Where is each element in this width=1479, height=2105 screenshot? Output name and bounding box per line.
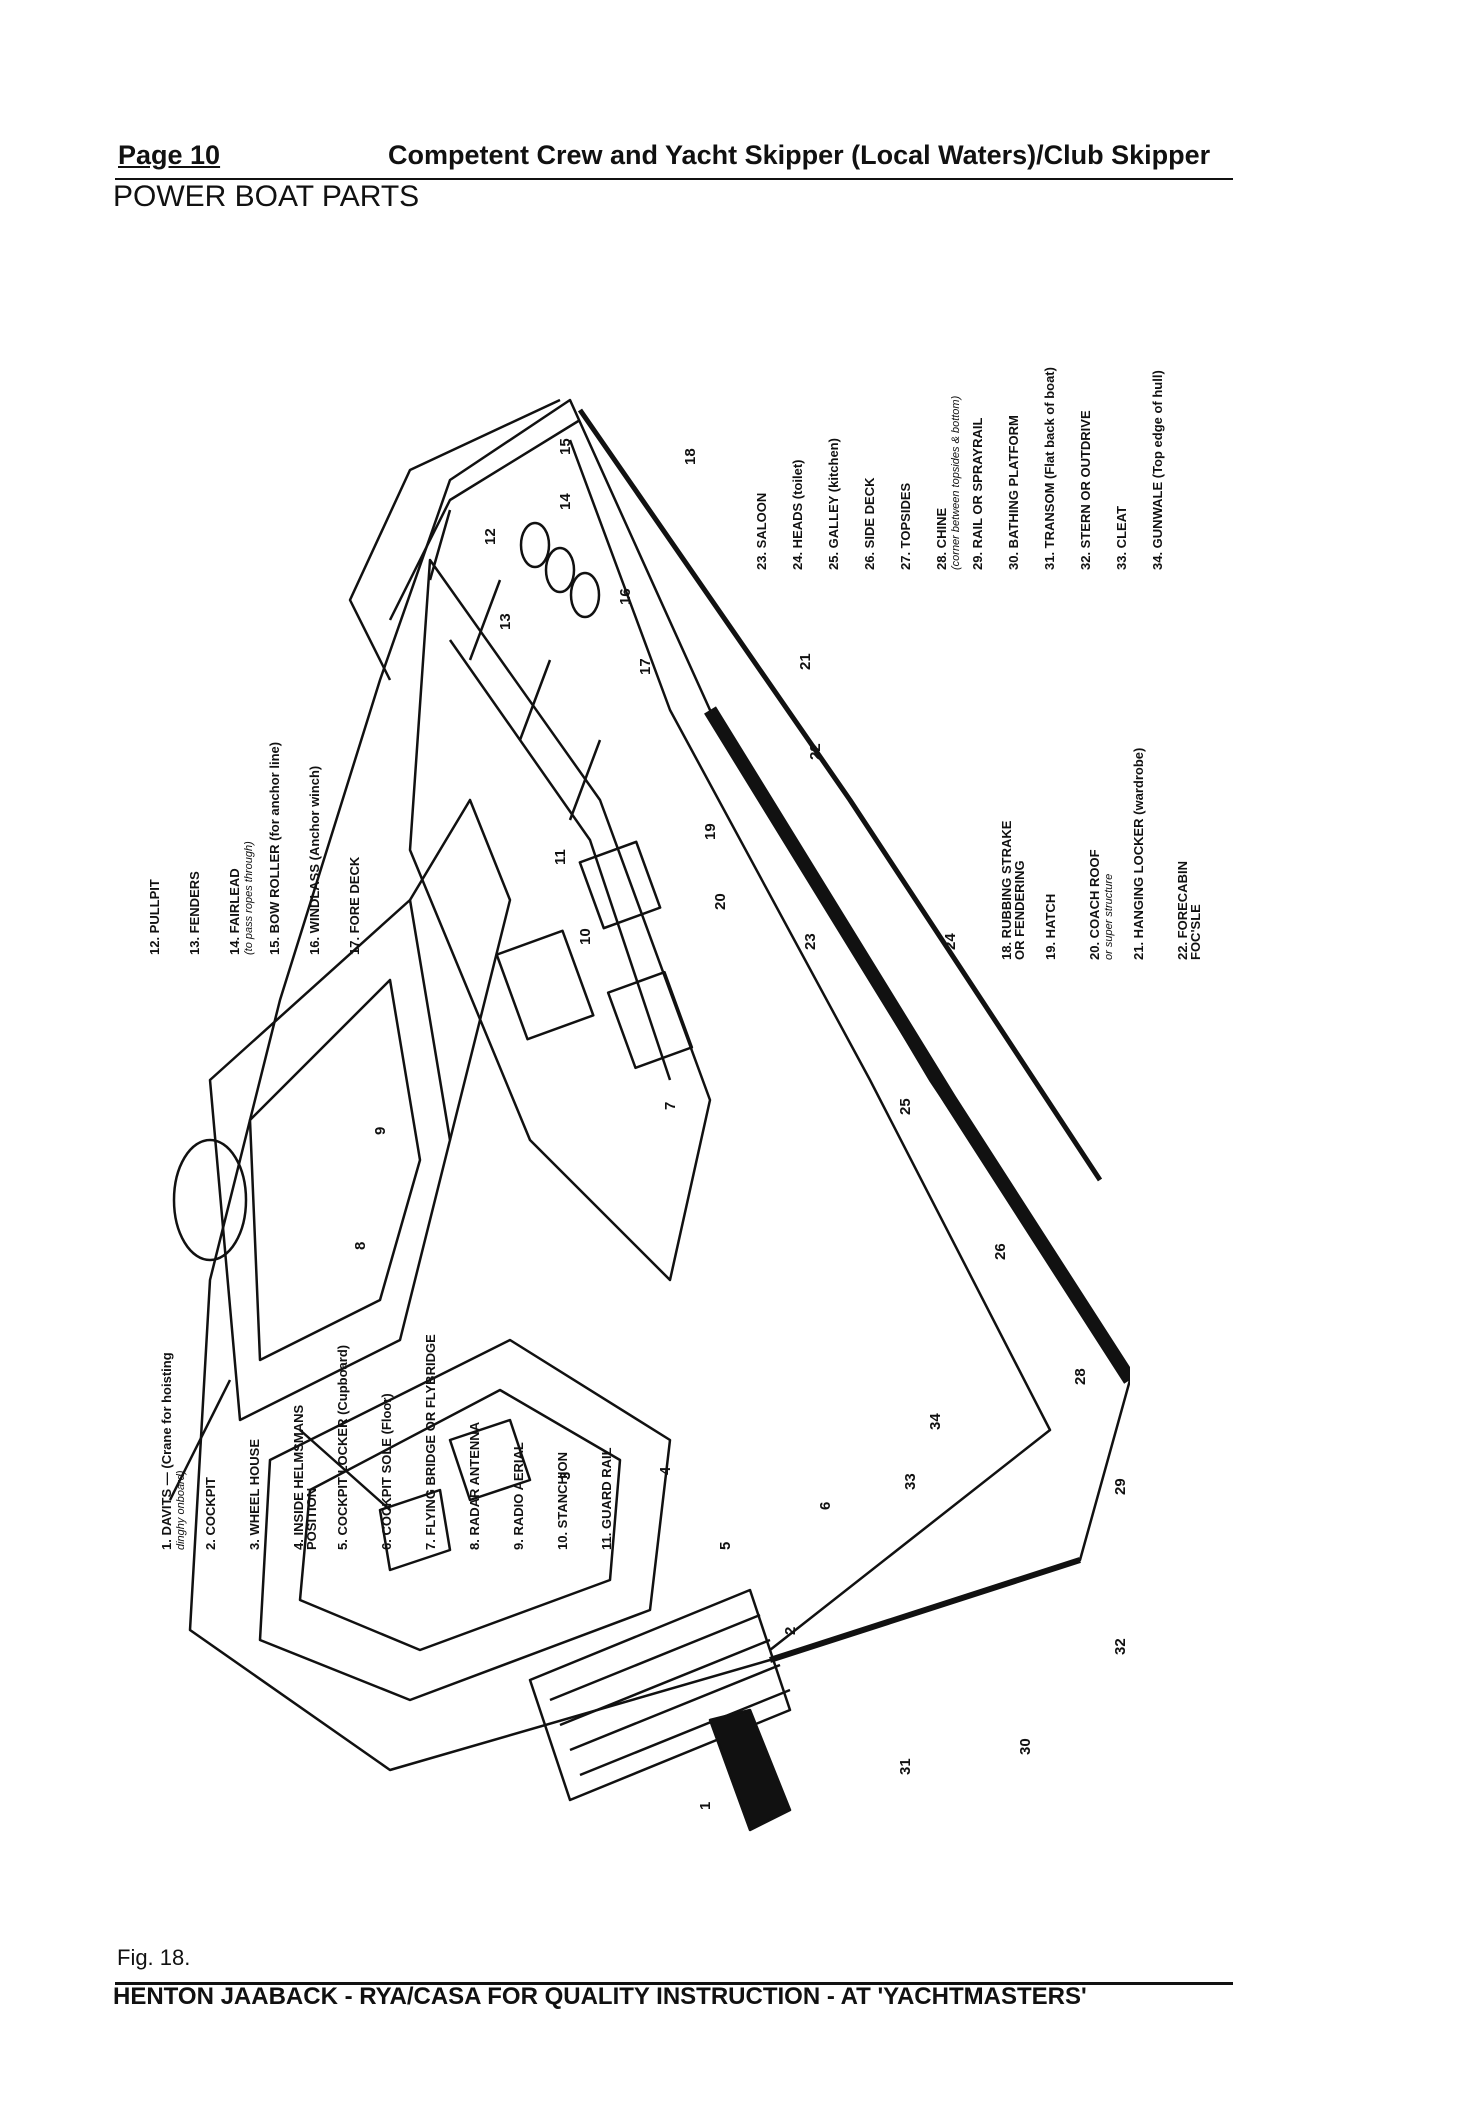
callout-16: 16 — [617, 588, 634, 605]
callout-9: 9 — [372, 1127, 389, 1135]
callout-20: 20 — [712, 893, 729, 910]
callout-29: 29 — [1112, 1478, 1129, 1495]
power-boat-illustration: 1 2 3 4 5 6 7 8 9 10 11 12 13 14 15 16 1… — [168, 398, 1130, 1832]
callout-32: 32 — [1112, 1638, 1129, 1655]
callout-23: 23 — [802, 933, 819, 950]
callout-31: 31 — [897, 1758, 914, 1775]
callout-14: 14 — [557, 493, 574, 510]
legend-item: 21. HANGING LOCKER (wardrobe) — [1131, 747, 1146, 960]
callout-6: 6 — [817, 1502, 834, 1510]
callout-34: 34 — [927, 1413, 944, 1430]
callout-11: 11 — [552, 849, 569, 865]
callout-17: 17 — [637, 658, 654, 675]
callout-28: 28 — [1072, 1368, 1089, 1385]
callout-30: 30 — [1017, 1738, 1034, 1755]
callout-15: 15 — [557, 438, 574, 455]
callout-12: 12 — [482, 528, 499, 545]
callout-10: 10 — [577, 928, 594, 945]
callout-18: 18 — [682, 448, 699, 465]
legend-item: 34. GUNWALE (Top edge of hull) — [1150, 370, 1165, 570]
callout-4: 4 — [657, 1466, 674, 1475]
callout-5: 5 — [717, 1542, 734, 1550]
callout-24: 24 — [942, 933, 959, 950]
footer-rule — [115, 1982, 1233, 1985]
callout-19: 19 — [702, 823, 719, 840]
callout-1: 1 — [697, 1802, 714, 1810]
page-footer: HENTON JAABACK - RYA/CASA FOR QUALITY IN… — [113, 1983, 1087, 2010]
callout-8: 8 — [352, 1242, 369, 1250]
callout-21: 21 — [797, 653, 814, 670]
callout-25: 25 — [897, 1098, 914, 1115]
page-number: Page 10 — [118, 140, 221, 170]
figure-caption: Fig. 18. — [117, 1945, 191, 1970]
callout-26: 26 — [992, 1243, 1009, 1260]
running-header: Competent Crew and Yacht Skipper (Local … — [388, 140, 1211, 170]
callout-2: 2 — [782, 1627, 799, 1635]
header-rule — [115, 178, 1233, 180]
callout-13: 13 — [497, 613, 514, 630]
callout-33: 33 — [902, 1473, 919, 1490]
callout-22: 22 — [807, 743, 824, 760]
callout-3: 3 — [557, 1472, 574, 1480]
callout-7: 7 — [662, 1102, 679, 1110]
section-title: POWER BOAT PARTS — [113, 180, 420, 213]
